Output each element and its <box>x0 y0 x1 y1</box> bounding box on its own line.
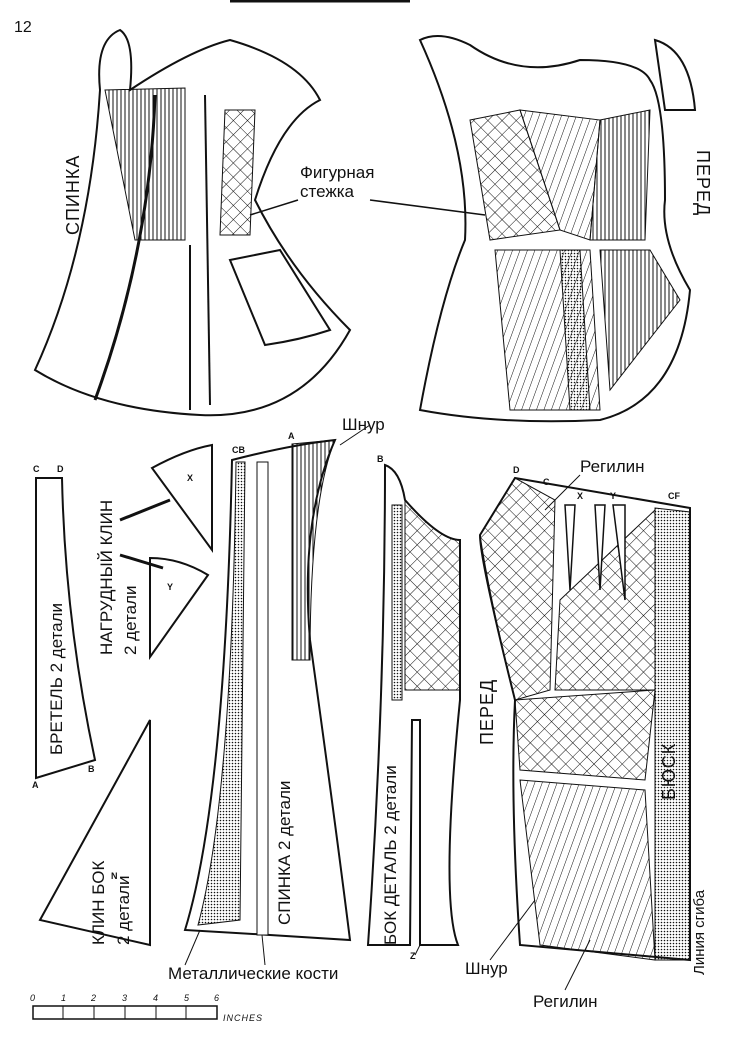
point-cf: CF <box>668 491 680 501</box>
point-x-front: X <box>577 491 584 501</box>
front-pattern-piece <box>478 476 691 962</box>
reed-top-label: Регилин <box>580 457 645 476</box>
cord-label: Шнур <box>465 959 508 978</box>
strap-piece <box>35 477 97 780</box>
point-x: X <box>187 473 194 483</box>
point-n: N <box>111 871 118 881</box>
scale-tick: 2 <box>91 993 98 1003</box>
back-view-corset <box>33 28 352 417</box>
metal-bones-label: Металлические кости <box>168 964 339 983</box>
side-gusset-label: КЛИН БОК <box>89 860 108 945</box>
scale-tick: 5 <box>184 993 191 1003</box>
side-piece-label: БОК ДЕТАЛЬ 2 детали <box>381 765 400 945</box>
front-view-label: ПЕРЕД <box>693 150 713 217</box>
point-z: Z <box>410 951 416 961</box>
busk-label: БЮСК <box>659 742 679 800</box>
fold-line-label: Линия сгиба <box>691 889 708 975</box>
reed-label: Регилин <box>533 992 598 1011</box>
callout-line1: Фигурная <box>300 163 375 182</box>
bust-gusset-count: 2 детали <box>121 585 140 655</box>
side-gusset-piece <box>38 719 151 947</box>
point-d: D <box>57 464 64 474</box>
point-d-front: D <box>513 465 520 475</box>
point-b: B <box>88 764 95 774</box>
point-a-back: A <box>288 431 295 441</box>
scale-tick: 3 <box>122 993 129 1003</box>
scale-bar <box>32 1005 218 1020</box>
page-number: 12 <box>14 19 32 36</box>
strap-label: БРЕТЕЛЬ 2 детали <box>47 602 66 755</box>
point-y: Y <box>167 582 174 592</box>
callout-line2: стежка <box>300 182 354 201</box>
point-b-side: B <box>377 454 384 464</box>
scale-tick: 4 <box>153 993 160 1003</box>
back-cord-label: Шнур <box>342 415 385 434</box>
back-piece-label: СПИНКА 2 детали <box>275 780 294 925</box>
front-piece-label: ПЕРЕД <box>477 678 497 745</box>
point-c-front: C <box>543 477 550 487</box>
bust-gusset-x <box>150 443 213 554</box>
point-y-front: Y <box>610 491 617 501</box>
scale-tick: 1 <box>61 993 68 1003</box>
front-view-corset <box>418 35 697 423</box>
side-pattern-piece <box>366 463 461 946</box>
side-gusset-count: 2 детали <box>114 875 133 945</box>
bust-gusset-y <box>149 556 210 661</box>
point-c: C <box>33 464 40 474</box>
point-a: A <box>32 780 39 790</box>
scale-tick: 0 <box>30 993 37 1003</box>
bust-gusset-label: НАГРУДНЫЙ КЛИН <box>97 499 116 655</box>
scale-unit: INCHES <box>223 1013 264 1023</box>
back-view-label: СПИНКА <box>63 154 83 235</box>
scale-tick: 6 <box>214 993 221 1003</box>
back-pattern-piece <box>183 438 352 942</box>
point-cb: CB <box>232 445 245 455</box>
